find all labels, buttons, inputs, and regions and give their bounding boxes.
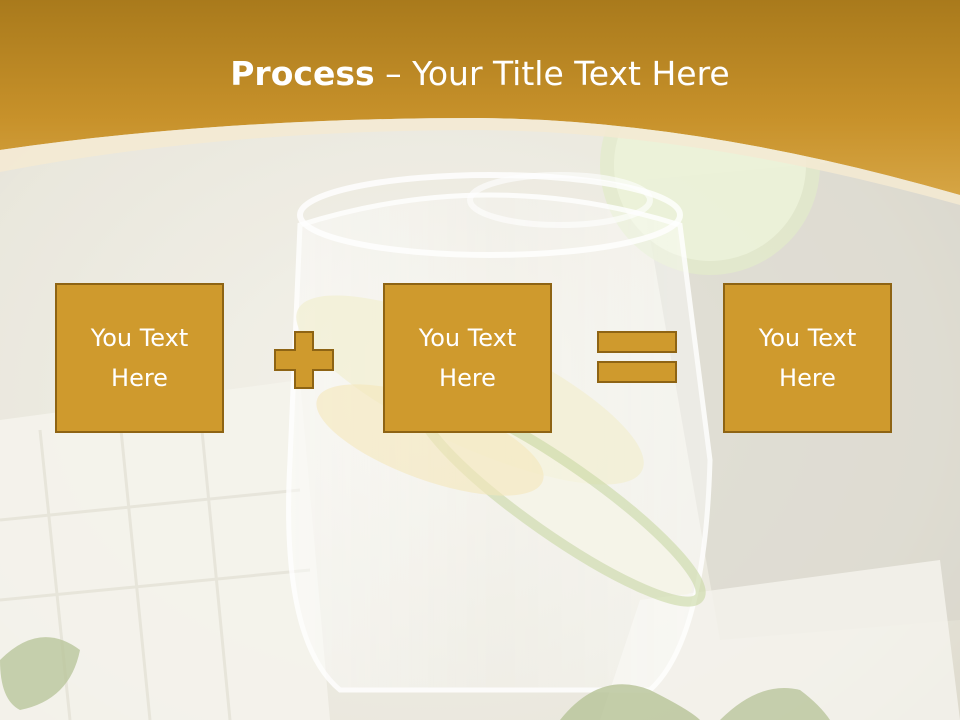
process-box-3[interactable]: You Text Here (723, 283, 892, 433)
equals-icon (597, 331, 677, 383)
page-title: Process – Your Title Text Here (0, 52, 960, 96)
plus-icon (274, 331, 334, 389)
process-box-3-text: You Text Here (758, 324, 857, 392)
process-box-2-text: You Text Here (418, 324, 517, 392)
title-rest: – Your Title Text Here (374, 54, 730, 93)
process-box-2[interactable]: You Text Here (383, 283, 552, 433)
process-box-1[interactable]: You Text Here (55, 283, 224, 433)
process-box-1-text: You Text Here (90, 324, 189, 392)
title-bold: Process (230, 54, 375, 93)
